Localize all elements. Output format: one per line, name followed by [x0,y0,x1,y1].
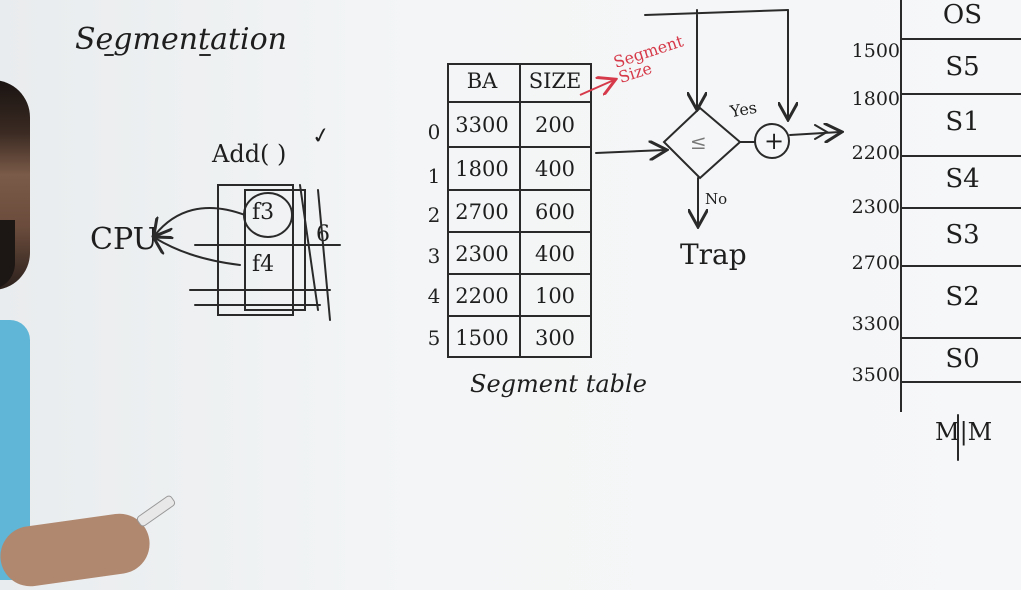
segment-table-row-divider [447,231,592,233]
memory-divider [902,38,1021,40]
address-label: 1800 [851,88,900,110]
table-header-ba: BA [466,69,498,93]
memory-block-s2: S2 [945,282,980,312]
memory-divider [902,381,1021,383]
memory-block-s4: S4 [945,164,980,194]
memory-divider [902,155,1021,157]
cpu-arrow [155,207,246,235]
table-cell-size: 400 [534,242,576,266]
address-label: 1500 [851,40,900,62]
physical-address-arrow [789,132,840,135]
cpu-label: CPU [90,222,158,257]
f3-label: f3 [252,200,275,225]
address-label: 3300 [851,313,900,335]
segment-table-row-divider [447,189,592,191]
address-label: 3500 [851,364,900,386]
main-memory: OS S5 S1 S4 S3 S2 S0 [900,0,1021,412]
table-cell-ba: 1800 [455,157,509,181]
process-box-outer [217,184,294,316]
table-cell-size: 300 [534,326,576,350]
memory-label: M|M [935,418,993,446]
table-cell-ba: 2300 [455,242,509,266]
cpu-arrow [155,238,241,266]
comparator-diamond [662,106,742,180]
physical-address-arrow-tip [814,124,829,140]
segment-index: 4 [427,284,441,308]
table-cell-ba: 2700 [455,200,509,224]
address-label: 2700 [851,252,900,274]
f4-label: f4 [252,252,275,277]
table-cell-size: 100 [534,284,576,308]
table-cell-size: 200 [534,113,576,137]
address-label: 2200 [851,142,900,164]
segment-table-row-divider [447,146,592,148]
segment-table-caption: Segment table [470,370,647,398]
memory-block-os: OS [942,0,983,30]
memory-block-s3: S3 [945,220,980,250]
segment-index: 5 [427,326,441,350]
adder-symbol: + [764,127,785,155]
table-cell-size: 400 [534,157,576,181]
table-cell-size: 600 [534,200,576,224]
address-label: 2300 [851,196,900,218]
segment-index: 3 [427,244,441,268]
segment-index: 2 [427,203,441,227]
segment-index: 1 [427,164,441,188]
memory-block-s0: S0 [945,344,980,374]
trap-label: Trap [680,238,747,271]
f3-circle [243,192,293,238]
segment-table-row-divider [447,315,592,317]
presenter-head [0,80,50,310]
table-cell-ba: 3300 [455,113,509,137]
limit-feed-line [644,9,789,108]
memory-block-s1: S1 [945,107,980,137]
no-label: No [705,190,728,208]
process-box-lines [189,184,341,321]
segment-index: 0 [427,120,441,144]
table-cell-ba: 1500 [455,326,509,350]
segment-table-row-divider [447,273,592,275]
memory-divider [902,207,1021,209]
table-header-size: SIZE [528,69,582,93]
segment-table-row-divider [447,101,592,103]
table-cell-ba: 2200 [455,284,509,308]
function-call-label: Add( ) [212,140,287,168]
comparator-symbol: ≤ [690,130,707,154]
page-title: Segmentation [75,22,288,57]
diagram-strokes [104,9,959,461]
memory-divider [902,337,1021,339]
offset-arrow [595,150,665,153]
presenter-beard [0,220,15,290]
process-box-inner [244,189,306,311]
segment-table: BA SIZE 3300 200 1800 400 2700 600 2300 … [447,63,592,358]
adder-circle [754,123,790,159]
memory-divider [902,265,1021,267]
memory-block-s5: S5 [945,52,980,82]
segment-table-column-divider [519,63,521,358]
segment-size-arrow [579,80,614,96]
memory-divider [902,93,1021,95]
